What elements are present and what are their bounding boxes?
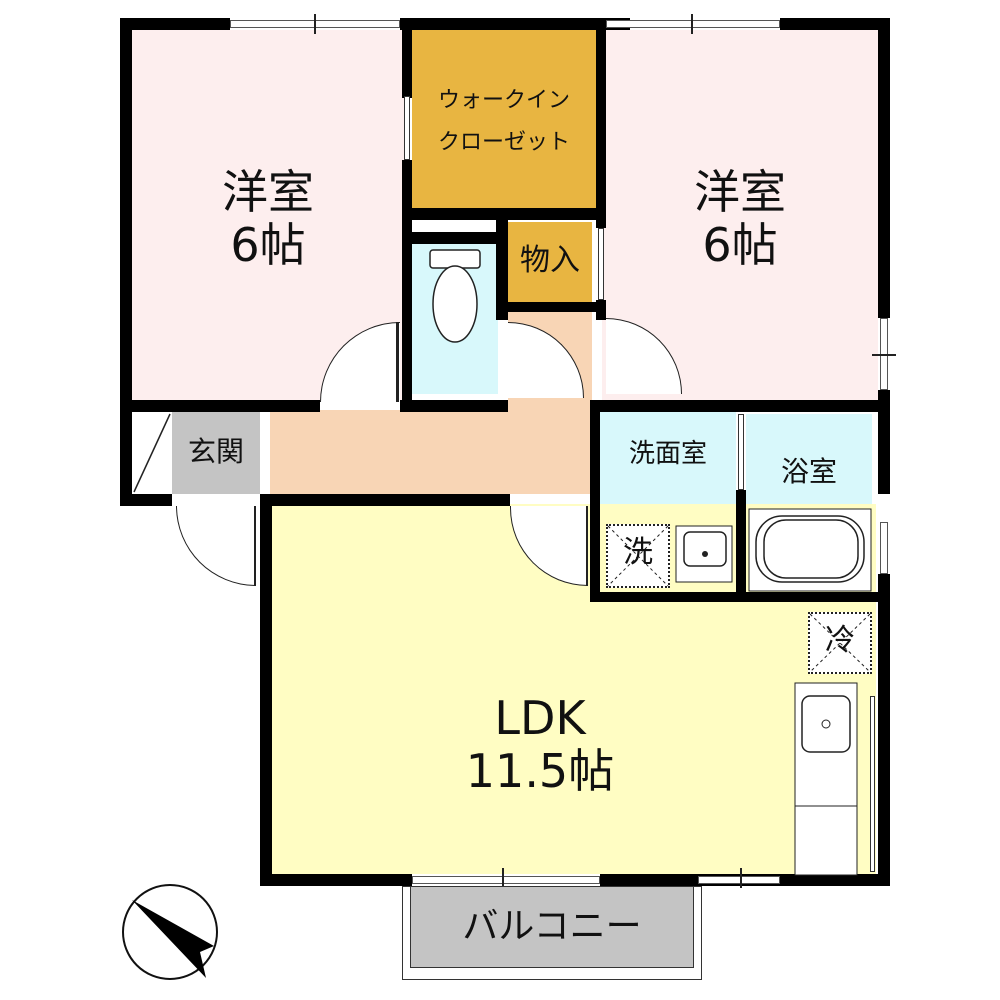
closet-line1: ウォークイン [437, 88, 570, 113]
room-name: 洋室 [694, 165, 786, 219]
washer-cross-icon [607, 525, 669, 587]
walk-in-closet [412, 30, 596, 210]
wall [596, 18, 606, 228]
walk-in-closet-label: ウォークイン クローゼット [412, 80, 596, 164]
wall [400, 400, 508, 412]
balcony [410, 886, 694, 968]
closet-line2: クローゼット [437, 129, 570, 155]
wall [120, 18, 132, 506]
ldk-label: LDK 11.5帖 [420, 692, 660, 798]
wall [878, 18, 890, 318]
room-name: 洋室 [222, 165, 314, 219]
western-room-right-label: 洋室 6帖 [602, 166, 878, 272]
entrance [172, 412, 260, 494]
wall [878, 390, 890, 494]
wall [736, 490, 746, 596]
window-tick [872, 354, 896, 356]
room-size: 6帖 [230, 217, 306, 272]
wall [120, 400, 320, 412]
wall [402, 18, 412, 98]
window [880, 522, 888, 574]
toilet-icon [429, 249, 481, 343]
wall [260, 494, 510, 506]
entrance-step-edge [260, 412, 270, 494]
storage-door[interactable] [598, 228, 604, 300]
wall [496, 220, 508, 320]
wall [120, 18, 230, 30]
wall [260, 494, 272, 886]
window [412, 876, 600, 884]
room-name: LDK [494, 691, 586, 745]
entrance-door-swing[interactable] [176, 506, 256, 586]
fridge-cross-icon [809, 613, 871, 673]
fridge-label: 冷 [825, 623, 855, 658]
washroom-label: 洗面室 [628, 439, 707, 469]
window-tick [314, 14, 316, 34]
wall [780, 18, 890, 30]
window [606, 20, 780, 28]
wall [262, 874, 412, 886]
wall [402, 160, 412, 410]
wall [590, 400, 600, 600]
window [698, 876, 780, 884]
balcony-label: バルコニー [462, 906, 642, 947]
closet-door[interactable] [404, 96, 410, 160]
window-tick [740, 868, 742, 888]
wall [400, 18, 630, 30]
storage-label: 物入 [520, 243, 580, 278]
storage [508, 222, 592, 302]
wall [402, 208, 606, 220]
door-leaf [254, 506, 256, 586]
wash-basin-icon [675, 525, 733, 583]
bathroom-label: 浴室 [780, 455, 837, 488]
hallway [270, 410, 592, 494]
bathtub-icon [748, 508, 872, 592]
shoe-cabinet-icon [133, 413, 171, 493]
door-leaf [586, 506, 588, 586]
wall [402, 232, 508, 244]
window-tick [691, 14, 693, 34]
entrance-label: 玄関 [187, 435, 244, 468]
wall [590, 592, 890, 602]
door-leaf [396, 322, 399, 402]
bath-door[interactable] [738, 414, 744, 490]
washer-label: 洗 [623, 535, 653, 570]
western-room-left-label: 洋室 6帖 [132, 166, 404, 272]
wall [496, 302, 606, 312]
wall [120, 494, 172, 506]
room-size: 6帖 [702, 217, 778, 272]
wall [590, 400, 890, 412]
kitchen-sink-icon [794, 682, 858, 876]
kitchen-window [870, 696, 875, 872]
wall [878, 574, 890, 886]
room-size: 11.5帖 [465, 743, 615, 798]
window-tick [502, 868, 504, 888]
north-arrow-icon [122, 884, 218, 980]
